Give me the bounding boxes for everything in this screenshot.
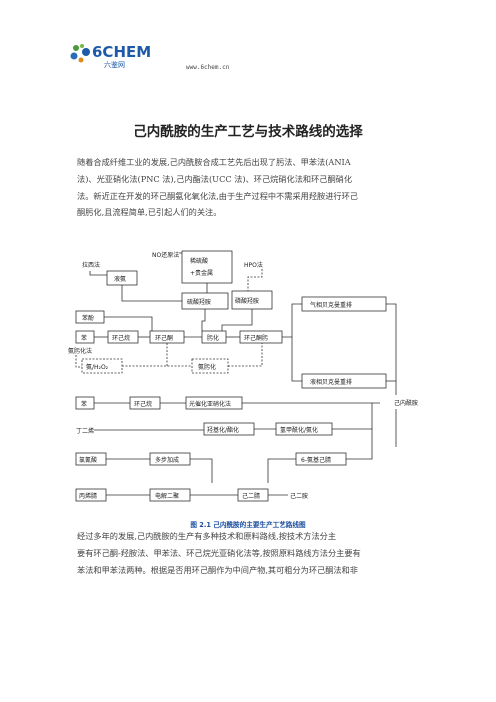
paragraph-line: 苯法和甲苯法两种。根据是否用环己酮作为中间产物,其可粗分为环己酮法和非 (77, 564, 358, 575)
label-gas-beckmann: 气相贝克曼重排 (310, 301, 352, 309)
label-hydroxylamine-phosphate: 磷酸羟胺 (235, 297, 259, 305)
label-ammoximation: 氨肟化法 (68, 347, 92, 355)
label-benzene-2: 苯 (81, 400, 87, 408)
label-cyclohexanone: 环己酮 (155, 335, 173, 342)
label-aminocapronitrile: 6-氨基己腈 (301, 456, 331, 464)
label-benzene: 苯 (81, 334, 87, 342)
label-cyclohexane-2: 环己烷 (134, 400, 152, 408)
label-hydrocyanation: 氢甲酰化/氨化 (280, 426, 318, 434)
intro-paragraph: 随着合成纤维工业的发展,己内酰胺合成工艺先后出现了肟法、甲苯法(ANIA 法)、… (77, 154, 421, 221)
label-butadiene: 丁二烯 (76, 427, 94, 435)
label-hexanediamine: 己二胺 (290, 492, 308, 500)
label-adipic: 氯氰酸 (79, 456, 97, 464)
label-raschig: 拉西法 (82, 261, 100, 269)
label-adiponitrile: 己二腈 (242, 492, 260, 500)
label-oximation: 肟化 (207, 334, 219, 342)
label-cyclohexane: 环己烷 (112, 334, 130, 342)
label-hpo: HPO法 (244, 261, 263, 269)
label-ammoxidation: 氨肟化 (198, 363, 216, 371)
process-flow-diagram: NO还原法 稀硫酸 +贵金属 拉西法 液氨 硫酸羟胺 HPO法 磷酸羟胺 气相贝… (68, 250, 432, 502)
label-photo-nitrosation: 光催化亚硝化法 (189, 400, 231, 408)
logo-text: 6CHEM (92, 43, 151, 61)
figure-caption: 图 2.1 己内酰胺的主要生产工艺路线图 (190, 521, 306, 529)
label-cyclohexanone-oxime: 环己酮肟 (244, 335, 268, 342)
label-ammonia-h2o2: 氨/H₂O₂ (86, 363, 109, 371)
label-electrolysis: 电解二聚 (155, 492, 179, 500)
label-hydroxylamine-sulfate: 硫酸羟胺 (187, 298, 211, 306)
label-no-method: NO还原法 (152, 251, 179, 259)
label-liquid-beckmann: 液相贝克曼重排 (310, 378, 352, 386)
label-acrylonitrile: 丙烯腈 (79, 492, 97, 500)
label-caprolactam: 己内酰胺 (394, 399, 418, 407)
paragraph-line: 酮肟化,且流程简单,已引起人们的关注。 (77, 207, 222, 218)
paragraph-line: 法。新近正在开发的环己酮氨化氧化法,由于生产过程中不需采用羟胺进行环己 (77, 190, 358, 201)
label-multistep: 多步加成 (155, 456, 179, 464)
paragraph-line: 经过多年的发展,己内酰胺的生产有多种技术和原料路线,按技术方法分主 (77, 531, 337, 541)
label-phenol: 苯酚 (82, 314, 94, 322)
label-precious-metal: +贵金属 (190, 269, 213, 277)
logo-subtext: 六鉴网 (104, 60, 125, 69)
paragraph-line: 法)、光亚硝化法(PNC 法),己内酯法(UCC 法)、环己烷硝化法和环己酮硝化 (77, 173, 353, 184)
paragraph-line: 随着合成纤维工业的发展,己内酰胺合成工艺先后出现了肟法、甲苯法(ANIA (77, 157, 351, 167)
site-url[interactable]: www.6chem.cn (186, 64, 230, 71)
site-logo: 6CHEM 六鉴网 (70, 43, 151, 69)
box-caprolactam (392, 395, 432, 409)
label-dilute-sulfuric: 稀硫酸 (190, 257, 208, 265)
body-paragraph: 经过多年的发展,己内酰胺的生产有多种技术和原料路线,按技术方法分主 要有环己酮-… (77, 528, 421, 578)
label-liquid-ammonia: 液氨 (114, 275, 126, 283)
box-dilute-acid (181, 250, 233, 284)
label-hydroformylation: 羟基化/酯化 (207, 426, 239, 434)
page-title: 己内酰胺的生产工艺与技术路线的选择 (133, 124, 363, 140)
logo-dots-icon (70, 44, 90, 63)
paragraph-line: 要有环己酮-羟胺法、甲苯法、环己烷光亚硝化法等,按照原料路线方法分主要有 (77, 547, 361, 558)
